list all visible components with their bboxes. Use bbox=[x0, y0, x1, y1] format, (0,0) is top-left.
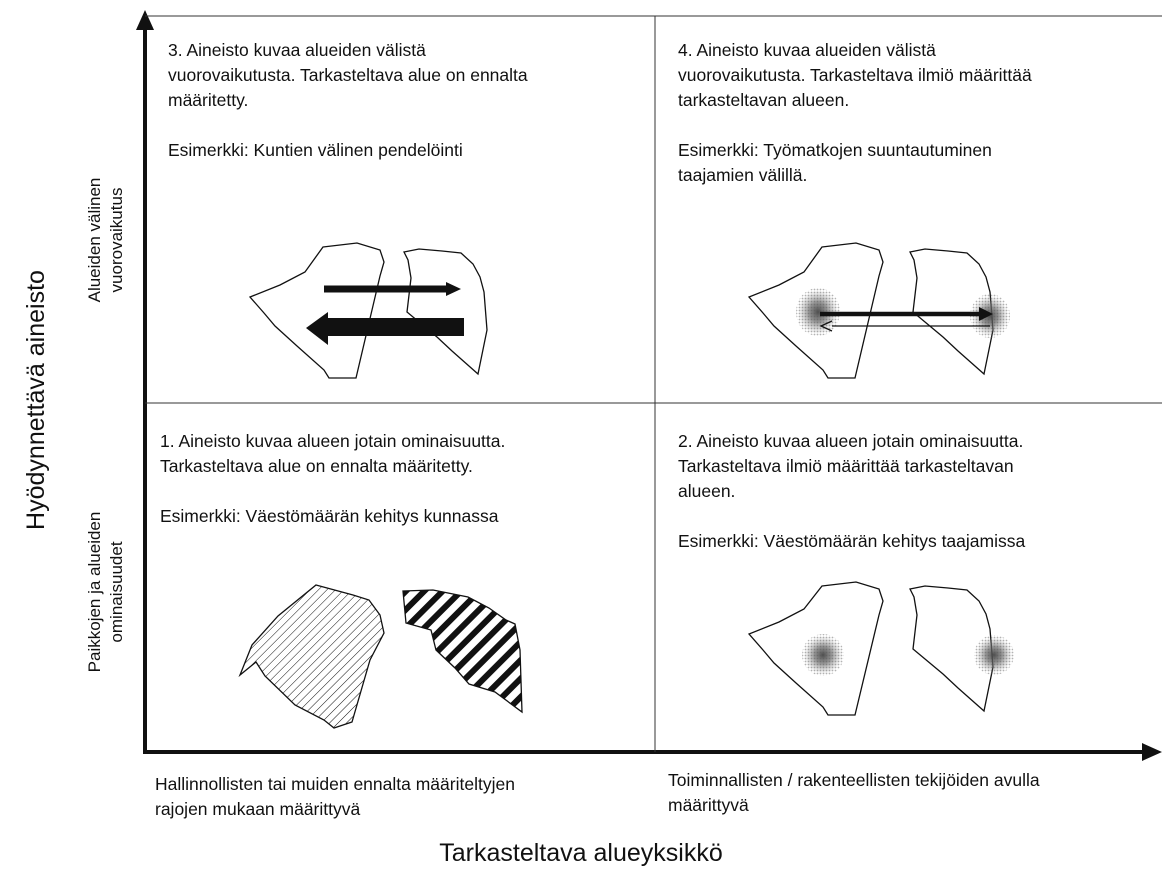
q1-region-hatched-thin bbox=[238, 584, 385, 729]
row-label-bottom-line-2: ominaisuudet bbox=[107, 541, 126, 643]
grid-lines bbox=[145, 15, 1162, 752]
q4-arrow-left-head bbox=[819, 320, 833, 332]
quadrant-2-text: 2. Aineisto kuvaa alueen jotain ominaisu… bbox=[678, 429, 1025, 554]
q4-line-2: vuorovaikutusta. Tarkasteltava ilmiö mää… bbox=[678, 65, 1032, 85]
q1-line-2: Tarkasteltava alue on ennalta määritetty… bbox=[160, 456, 473, 476]
q4-line-1: 4. Aineisto kuvaa alueiden välistä bbox=[678, 40, 936, 60]
q1-line-1: 1. Aineisto kuvaa alueen jotain ominaisu… bbox=[160, 431, 506, 451]
y-axis-title: Hyödynnettävä aineisto bbox=[22, 270, 50, 530]
row-label-bottom: Paikkojen ja alueiden ominaisuudet bbox=[84, 512, 128, 673]
row-label-top: Alueiden välinen vuorovaikutus bbox=[84, 178, 128, 303]
q4-example-line-2: taajamien välillä. bbox=[678, 165, 808, 185]
x-axis-arrowhead bbox=[1142, 743, 1162, 761]
q2-line-2: Tarkasteltava ilmiö määrittää tarkastelt… bbox=[678, 456, 1014, 476]
q4-stipple-left-dots bbox=[796, 288, 840, 336]
q4-example-line-1: Esimerkki: Työmatkojen suuntautuminen bbox=[678, 140, 992, 160]
q3-arrow-left-shaft bbox=[326, 318, 464, 336]
row-label-top-line-1: Alueiden välinen bbox=[85, 177, 104, 303]
column-label-left: Hallinnollisten tai muiden ennalta määri… bbox=[155, 772, 515, 822]
q3-example: Esimerkki: Kuntien välinen pendelöinti bbox=[168, 140, 463, 160]
column-label-right-line-2: määrittyvä bbox=[668, 795, 749, 815]
q4-stipple-right-dots bbox=[970, 294, 1010, 338]
q3-region-right bbox=[403, 248, 488, 376]
q2-illustration bbox=[747, 581, 1014, 716]
column-label-left-line-2: rajojen mukaan määrittyvä bbox=[155, 799, 361, 819]
q4-arrow-right-head bbox=[979, 307, 993, 321]
q4-line-3: tarkasteltavan alueen. bbox=[678, 90, 850, 110]
q3-arrow-left-head bbox=[306, 312, 328, 345]
y-axis-arrowhead bbox=[136, 10, 154, 30]
row-label-bottom-line-1: Paikkojen ja alueiden bbox=[85, 511, 104, 673]
column-label-right: Toiminnallisten / rakenteellisten tekijö… bbox=[668, 768, 1040, 818]
column-label-right-line-1: Toiminnallisten / rakenteellisten tekijö… bbox=[668, 770, 1040, 790]
x-axis-title: Tarkasteltava alueyksikkö bbox=[439, 839, 723, 867]
q3-region-left bbox=[248, 242, 385, 379]
q1-region-hatched-thick bbox=[402, 589, 523, 714]
q2-line-3: alueen. bbox=[678, 481, 736, 501]
row-label-top-line-2: vuorovaikutus bbox=[107, 187, 126, 293]
q3-illustration bbox=[248, 242, 488, 379]
q1-illustration bbox=[238, 584, 523, 729]
q2-stipple-right-dots bbox=[974, 635, 1014, 675]
q3-arrow-right-head bbox=[446, 282, 461, 296]
quadrant-4-text: 4. Aineisto kuvaa alueiden välistä vuoro… bbox=[678, 38, 1032, 188]
q4-illustration bbox=[747, 242, 1010, 379]
q3-line-3: määritetty. bbox=[168, 90, 249, 110]
q2-line-1: 2. Aineisto kuvaa alueen jotain ominaisu… bbox=[678, 431, 1024, 451]
column-label-left-line-1: Hallinnollisten tai muiden ennalta määri… bbox=[155, 774, 515, 794]
q1-example: Esimerkki: Väestömäärän kehitys kunnassa bbox=[160, 506, 499, 526]
q2-example: Esimerkki: Väestömäärän kehitys taajamis… bbox=[678, 531, 1026, 551]
q2-stipple-left-dots bbox=[802, 634, 844, 676]
q3-line-1: 3. Aineisto kuvaa alueiden välistä bbox=[168, 40, 426, 60]
axes bbox=[136, 10, 1162, 761]
quadrant-3-text: 3. Aineisto kuvaa alueiden välistä vuoro… bbox=[168, 38, 528, 163]
q3-line-2: vuorovaikutusta. Tarkasteltava alue on e… bbox=[168, 65, 528, 85]
quadrant-1-text: 1. Aineisto kuvaa alueen jotain ominaisu… bbox=[160, 429, 505, 529]
